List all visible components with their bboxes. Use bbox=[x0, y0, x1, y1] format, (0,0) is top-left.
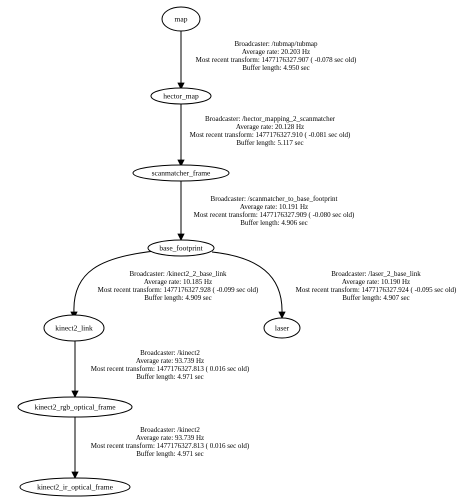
edge-average-rate: Average rate: 20.128 Hz bbox=[236, 123, 304, 131]
node-label: kinect2_ir_optical_frame bbox=[37, 483, 113, 492]
edge-buffer-length: Buffer length: 4.909 sec bbox=[144, 294, 212, 302]
edge-label-base-footprint-to-laser: Broadcaster: /laser_2_base_link Average … bbox=[296, 270, 457, 302]
node-ellipse bbox=[17, 396, 133, 418]
edge-most-recent-transform: Most recent transform: 1477176327.924 ( … bbox=[296, 286, 457, 294]
edge-label-kinect2-link-to-kinect2-rgb-optical-frame: Broadcaster: /kinect2 Average rate: 93.7… bbox=[91, 349, 250, 381]
edge-average-rate: Average rate: 10.191 Hz bbox=[240, 203, 308, 211]
edge-label-map-to-hector-map: Broadcaster: /tubmap/tubmap Average rate… bbox=[196, 40, 357, 72]
edge-label-hector-map-to-scanmatcher-frame: Broadcaster: /hector_mapping_2_scanmatch… bbox=[190, 115, 351, 147]
edge-average-rate: Average rate: 20.203 Hz bbox=[242, 48, 310, 56]
edge-base-footprint-to-kinect2-link bbox=[70, 250, 156, 319]
node-ellipse bbox=[263, 317, 301, 339]
edge-label-scanmatcher-frame-to-base-footprint: Broadcaster: /scanmatcher_to_base_footpr… bbox=[194, 195, 355, 227]
edge-broadcaster: Broadcaster: /laser_2_base_link bbox=[331, 270, 421, 278]
edge-kinect2-link-to-kinect2-rgb-optical-frame bbox=[71, 341, 79, 398]
node-kinect2-link[interactable]: kinect2_link bbox=[43, 314, 105, 342]
edge-most-recent-transform: Most recent transform: 1477176327.909 ( … bbox=[194, 211, 355, 219]
edge-average-rate: Average rate: 10.190 Hz bbox=[342, 278, 410, 286]
edge-base-footprint-to-laser bbox=[211, 251, 286, 319]
node-scanmatcher-frame[interactable]: scanmatcher_frame bbox=[132, 164, 230, 182]
node-ellipse bbox=[43, 314, 105, 342]
edge-average-rate: Average rate: 93.739 Hz bbox=[136, 434, 204, 442]
edge-average-rate: Average rate: 10.185 Hz bbox=[144, 278, 212, 286]
edge-buffer-length: Buffer length: 4.971 sec bbox=[136, 373, 204, 381]
edge-broadcaster: Broadcaster: /kinect2_2_base_link bbox=[130, 270, 227, 278]
edge-buffer-length: Buffer length: 4.971 sec bbox=[136, 450, 204, 458]
node-kinect2-ir-optical-frame[interactable]: kinect2_ir_optical_frame bbox=[19, 477, 131, 497]
edge-label-base-footprint-to-kinect2-link: Broadcaster: /kinect2_2_base_link Averag… bbox=[98, 270, 259, 302]
node-ellipse bbox=[19, 477, 131, 497]
edge-kinect2-rgb-optical-frame-to-kinect2-ir-optical-frame bbox=[71, 417, 79, 479]
node-kinect2-rgb-optical-frame[interactable]: kinect2_rgb_optical_frame bbox=[17, 396, 133, 418]
node-label: kinect2_rgb_optical_frame bbox=[34, 403, 116, 412]
node-ellipse bbox=[132, 164, 230, 182]
edge-buffer-length: Buffer length: 4.906 sec bbox=[240, 219, 308, 227]
node-ellipse bbox=[147, 239, 215, 257]
node-label: base_footprint bbox=[159, 244, 203, 253]
edge-line bbox=[73, 250, 156, 314]
arrowhead bbox=[71, 390, 79, 398]
edge-most-recent-transform: Most recent transform: 1477176327.928 ( … bbox=[98, 286, 259, 294]
node-label: kinect2_link bbox=[55, 324, 93, 333]
edge-broadcaster: Broadcaster: /hector_mapping_2_scanmatch… bbox=[205, 115, 336, 123]
node-base-footprint[interactable]: base_footprint bbox=[147, 239, 215, 257]
arrowhead bbox=[278, 311, 286, 319]
edge-most-recent-transform: Most recent transform: 1477176327.910 ( … bbox=[190, 131, 351, 139]
node-label: hector_map bbox=[163, 92, 199, 101]
arrowhead bbox=[177, 233, 185, 241]
node-label: scanmatcher_frame bbox=[152, 169, 211, 178]
edge-buffer-length: Buffer length: 4.907 sec bbox=[342, 294, 410, 302]
node-hector-map[interactable]: hector_map bbox=[150, 87, 212, 105]
edge-line bbox=[211, 251, 283, 314]
edge-hector-map-to-scanmatcher-frame bbox=[177, 103, 185, 167]
node-ellipse bbox=[150, 87, 212, 105]
edge-broadcaster: Broadcaster: /scanmatcher_to_base_footpr… bbox=[211, 195, 338, 203]
edge-broadcaster: Broadcaster: /tubmap/tubmap bbox=[234, 40, 318, 48]
node-label: map bbox=[175, 15, 188, 24]
edge-most-recent-transform: Most recent transform: 1477176327.813 ( … bbox=[91, 442, 250, 450]
edge-label-kinect2-rgb-optical-frame-to-kinect2-ir-optical-frame: Broadcaster: /kinect2 Average rate: 93.7… bbox=[91, 426, 250, 458]
edge-most-recent-transform: Most recent transform: 1477176327.813 ( … bbox=[91, 365, 250, 373]
node-map[interactable]: map bbox=[161, 6, 201, 32]
node-ellipse bbox=[161, 6, 201, 32]
edge-most-recent-transform: Most recent transform: 1477176327.907 ( … bbox=[196, 56, 357, 64]
edge-buffer-length: Buffer length: 4.950 sec bbox=[242, 64, 310, 72]
edge-broadcaster: Broadcaster: /kinect2 bbox=[140, 349, 200, 357]
edge-broadcaster: Broadcaster: /kinect2 bbox=[140, 426, 200, 434]
edge-buffer-length: Buffer length: 5.117 sec bbox=[236, 139, 303, 147]
arrowhead bbox=[177, 82, 185, 90]
edge-average-rate: Average rate: 93.739 Hz bbox=[136, 357, 204, 365]
arrowhead bbox=[177, 159, 185, 167]
edge-map-to-hector-map bbox=[177, 31, 185, 90]
edge-scanmatcher-frame-to-base-footprint bbox=[177, 181, 185, 241]
arrowhead bbox=[71, 471, 79, 479]
node-laser[interactable]: laser bbox=[263, 317, 301, 339]
node-label: laser bbox=[275, 324, 290, 333]
